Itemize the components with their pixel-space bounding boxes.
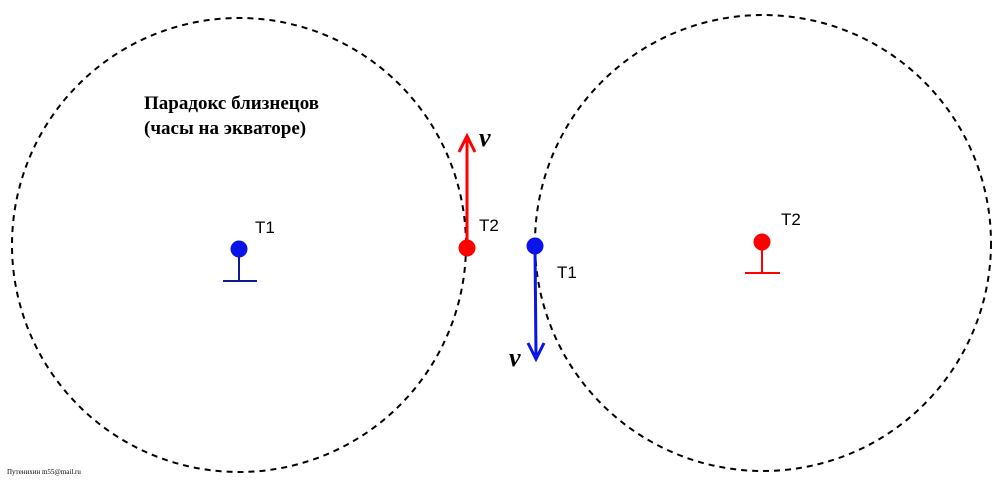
right-center-clock-label: T2 <box>781 210 801 229</box>
diagram-title-line2: (часы на экваторе) <box>144 118 306 139</box>
right-velocity-arrow <box>533 246 538 356</box>
right-equator-clock-label: T1 <box>557 263 577 282</box>
right-center-clock <box>745 233 780 274</box>
right-equator-clock <box>526 237 546 363</box>
right-velocity-arrowhead <box>526 342 546 363</box>
left-center-clock-label: T1 <box>255 218 275 237</box>
left-clock-dot <box>230 240 248 258</box>
left-equator-clock-dot <box>458 239 476 257</box>
left-velocity-label: v <box>479 123 491 152</box>
left-equator-clock <box>457 132 477 257</box>
right-velocity-label: v <box>509 343 521 372</box>
left-center-clock <box>223 240 257 282</box>
right-clock-dot <box>753 233 771 251</box>
right-equator-clock-dot <box>526 237 544 255</box>
diagram-title-line1: Парадокс близнецов <box>144 93 319 114</box>
left-equator-clock-label: T2 <box>479 216 499 235</box>
author-credit: Путенихин m55@mail.ru <box>7 468 81 476</box>
left-velocity-arrowhead <box>457 132 477 153</box>
